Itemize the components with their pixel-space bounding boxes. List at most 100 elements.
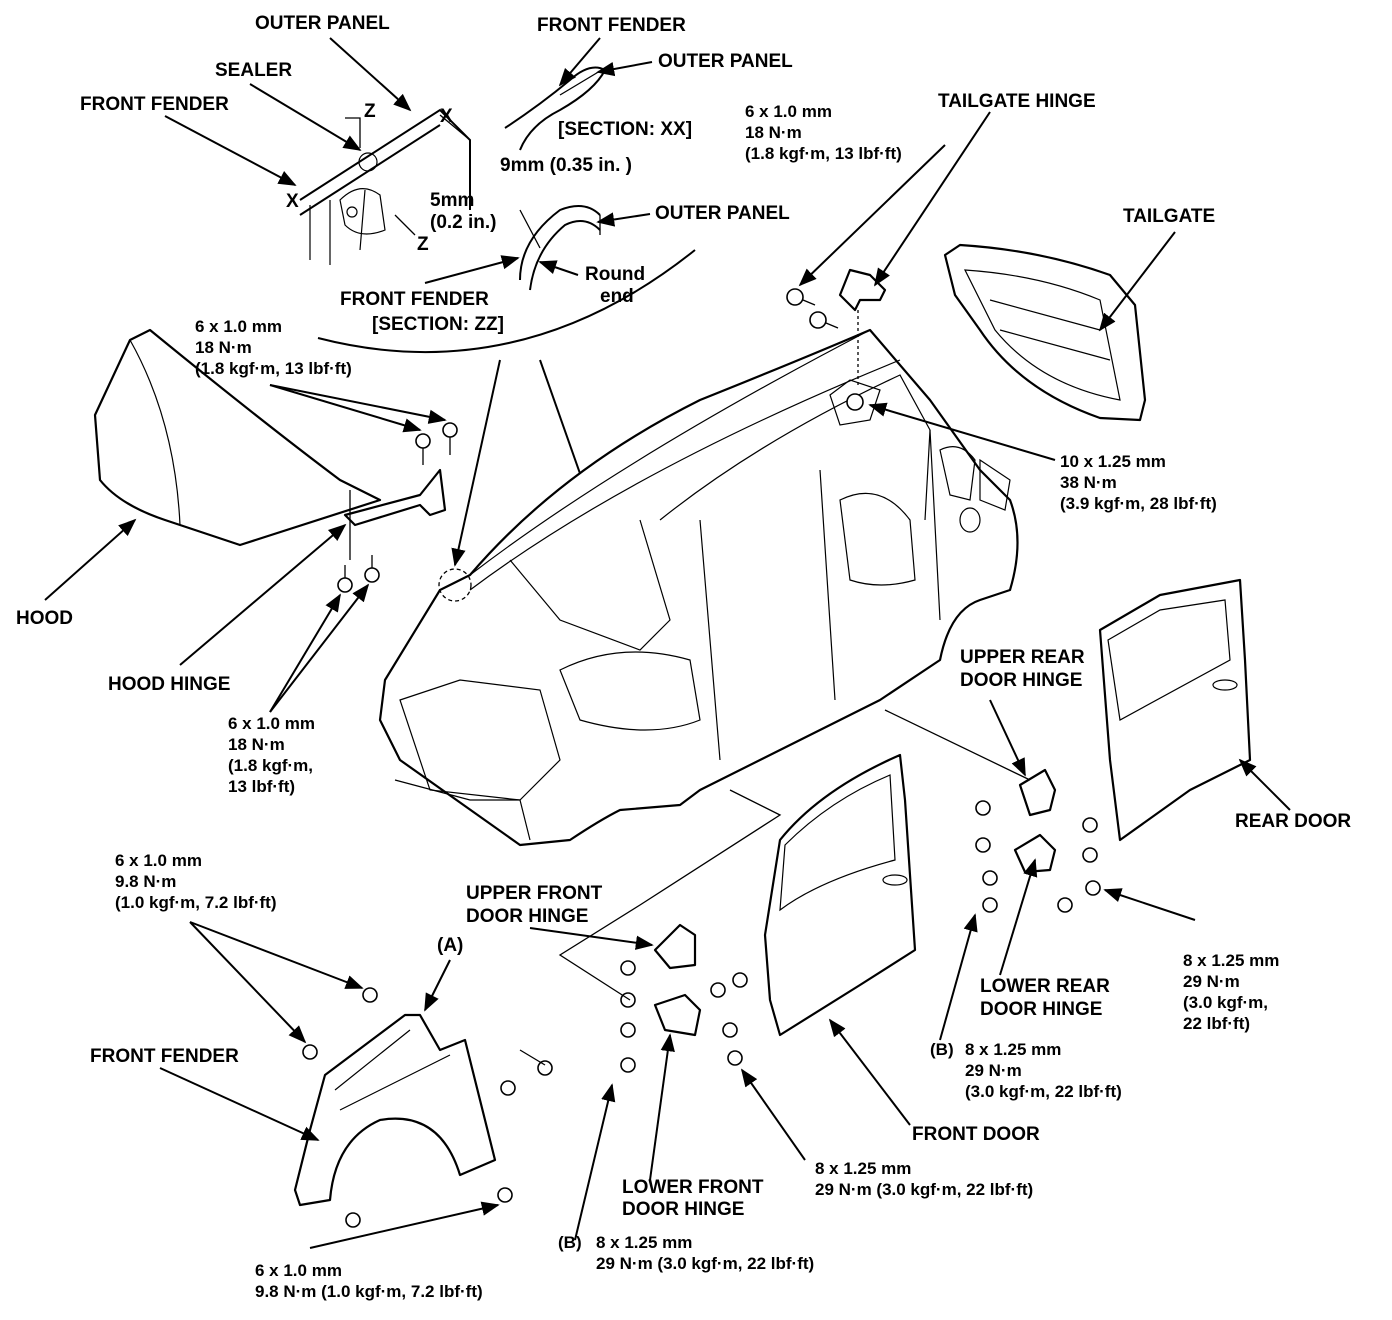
label-front-fender-top-left: FRONT FENDER [80,94,229,115]
spec-fender-bolt-top-torque: 9.8 N·m [115,872,176,891]
spec-fender-bolt-bottom-torque: 9.8 N·m (1.0 kgf·m, 7.2 lbf·ft) [255,1282,483,1301]
bolt-icon [1085,880,1101,896]
spec-front-hinge-b-torque: 29 N·m (3.0 kgf·m, 22 lbf·ft) [596,1254,814,1273]
torque-specs: 6 x 1.0 mm 18 N·m (1.8 kgf·m, 13 lbf·ft)… [115,102,1279,1301]
spec-front-hinge-bolt-size: 8 x 1.25 mm [815,1159,911,1178]
bolt-icon [500,1080,516,1096]
spec-front-hinge-bolt-torque: 29 N·m (3.0 kgf·m, 22 lbf·ft) [815,1180,1033,1199]
leader-lines [44,37,1291,1249]
label-section-xx: [SECTION: XX] [558,119,692,140]
label-dim-9mm: 9mm (0.35 in. ) [500,155,632,176]
spec-tailgate-nut-torque: 38 N·m [1060,473,1117,492]
spec-hood-bolt-lower-alt: (1.8 kgf·m, [228,756,313,775]
bolt-icon [786,288,816,306]
label-front-fender-zz: FRONT FENDER [340,289,489,310]
label-mark-x: X [440,106,453,127]
spec-rear-hinge-bolt-torque: 29 N·m [1183,972,1240,991]
label-upper-front-door-hinge: UPPER FRONT [466,883,603,904]
bolt-icon [722,1022,738,1038]
label-lower-front-door-hinge-2: DOOR HINGE [622,1199,744,1220]
label-lower-rear-door-hinge: LOWER REAR [980,976,1110,997]
spec-rear-hinge-bolt-alt: (3.0 kgf·m, [1183,993,1268,1012]
spec-fender-bolt-bottom-size: 6 x 1.0 mm [255,1261,342,1280]
spec-tailgate-nut-alt: (3.9 kgf·m, 28 lbf·ft) [1060,494,1217,513]
spec-hood-bolt-lower-alt-2: 13 lbf·ft) [228,777,295,796]
bolt-icon [620,1022,636,1038]
label-dim-5mm-in: (0.2 in.) [430,212,497,233]
bolt-icon [442,422,458,455]
front-fender-panel [293,1013,497,1207]
label-upper-front-door-hinge-2: DOOR HINGE [466,906,588,927]
bolt-icon [620,1057,636,1073]
label-sealer: SEALER [215,60,292,81]
rear-door-hinges-part [1013,768,1057,874]
front-door-panel [763,753,917,1037]
label-round-end: Round [585,264,645,285]
label-upper-rear-door-hinge-2: DOOR HINGE [960,670,1082,691]
bolt-icon [975,800,991,816]
bolt-icon [345,1212,361,1228]
spec-rear-hinge-b-size: 8 x 1.25 mm [965,1040,1061,1059]
label-mark-a: (A) [437,935,463,956]
bolt-icon [710,982,726,998]
hood-hinge-part [343,468,447,560]
label-lower-front-door-hinge: LOWER FRONT [622,1177,764,1198]
label-upper-rear-door-hinge: UPPER REAR [960,647,1085,668]
label-round-end-2: end [600,286,634,307]
spec-rear-hinge-b-mark: (B) [930,1040,954,1059]
bolt-icon [415,433,431,465]
bolt-icon [1057,897,1073,913]
spec-front-hinge-b-mark: (B) [558,1233,582,1252]
relation-lines [519,709,1031,1066]
label-hood-hinge: HOOD HINGE [108,674,230,695]
label-section-zz: [SECTION: ZZ] [372,314,504,335]
bolt-icon [620,960,636,976]
spec-rear-hinge-bolt-size: 8 x 1.25 mm [1183,951,1279,970]
spec-rear-hinge-b-torque: 29 N·m [965,1061,1022,1080]
label-rear-door: REAR DOOR [1235,811,1351,832]
bolt-icon [1082,817,1098,833]
spec-tailgate-hinge-bolt-size: 6 x 1.0 mm [745,102,832,121]
spec-fender-bolt-top-alt: (1.0 kgf·m, 7.2 lbf·ft) [115,893,277,912]
tailgate-panel [943,243,1147,422]
spec-hood-bolt-upper-size: 6 x 1.0 mm [195,317,282,336]
spec-hood-bolt-lower-size: 6 x 1.0 mm [228,714,315,733]
spec-hood-bolt-upper-torque: 18 N·m [195,338,252,357]
bolt-icon [337,565,353,593]
spec-rear-hinge-bolt-alt-2: 22 lbf·ft) [1183,1014,1250,1033]
bolt-icon [809,311,839,329]
label-mark-z: Z [417,234,429,255]
label-mark-z: Z [364,101,376,122]
bolt-icon [302,1044,318,1060]
bolt-icon [362,987,378,1003]
spec-fender-bolt-top-size: 6 x 1.0 mm [115,851,202,870]
spec-front-hinge-b-size: 8 x 1.25 mm [596,1233,692,1252]
spec-tailgate-hinge-bolt-alt: (1.8 kgf·m, 13 lbf·ft) [745,144,902,163]
spec-rear-hinge-b-alt: (3.0 kgf·m, 22 lbf·ft) [965,1082,1122,1101]
label-outer-panel-top: OUTER PANEL [255,13,390,34]
label-mark-x: X [286,191,299,212]
label-outer-panel-zz: OUTER PANEL [655,203,790,224]
bolt-icon [732,972,748,988]
label-outer-panel-xx: OUTER PANEL [658,51,793,72]
spec-hood-bolt-upper-alt: (1.8 kgf·m, 13 lbf·ft) [195,359,352,378]
bolt-icon [537,1060,553,1076]
bolt-icon [364,555,380,583]
hood-panel [93,328,382,547]
tailgate-hinge-part [829,268,887,426]
spec-tailgate-nut-size: 10 x 1.25 mm [1060,452,1166,471]
bolts [302,288,1101,1228]
label-front-door: FRONT DOOR [912,1124,1040,1145]
bolt-icon [1082,847,1098,863]
label-lower-rear-door-hinge-2: DOOR HINGE [980,999,1102,1020]
bolt-icon [975,837,991,853]
spec-hood-bolt-lower-torque: 18 N·m [228,735,285,754]
bolt-icon [497,1187,513,1203]
spec-tailgate-hinge-bolt-torque: 18 N·m [745,123,802,142]
rear-door-panel [1098,578,1252,842]
car-body-shell [378,328,1019,847]
bolt-icon [982,897,998,913]
front-door-hinges-part [653,923,702,1037]
label-tailgate-hinge: TAILGATE HINGE [938,91,1096,112]
